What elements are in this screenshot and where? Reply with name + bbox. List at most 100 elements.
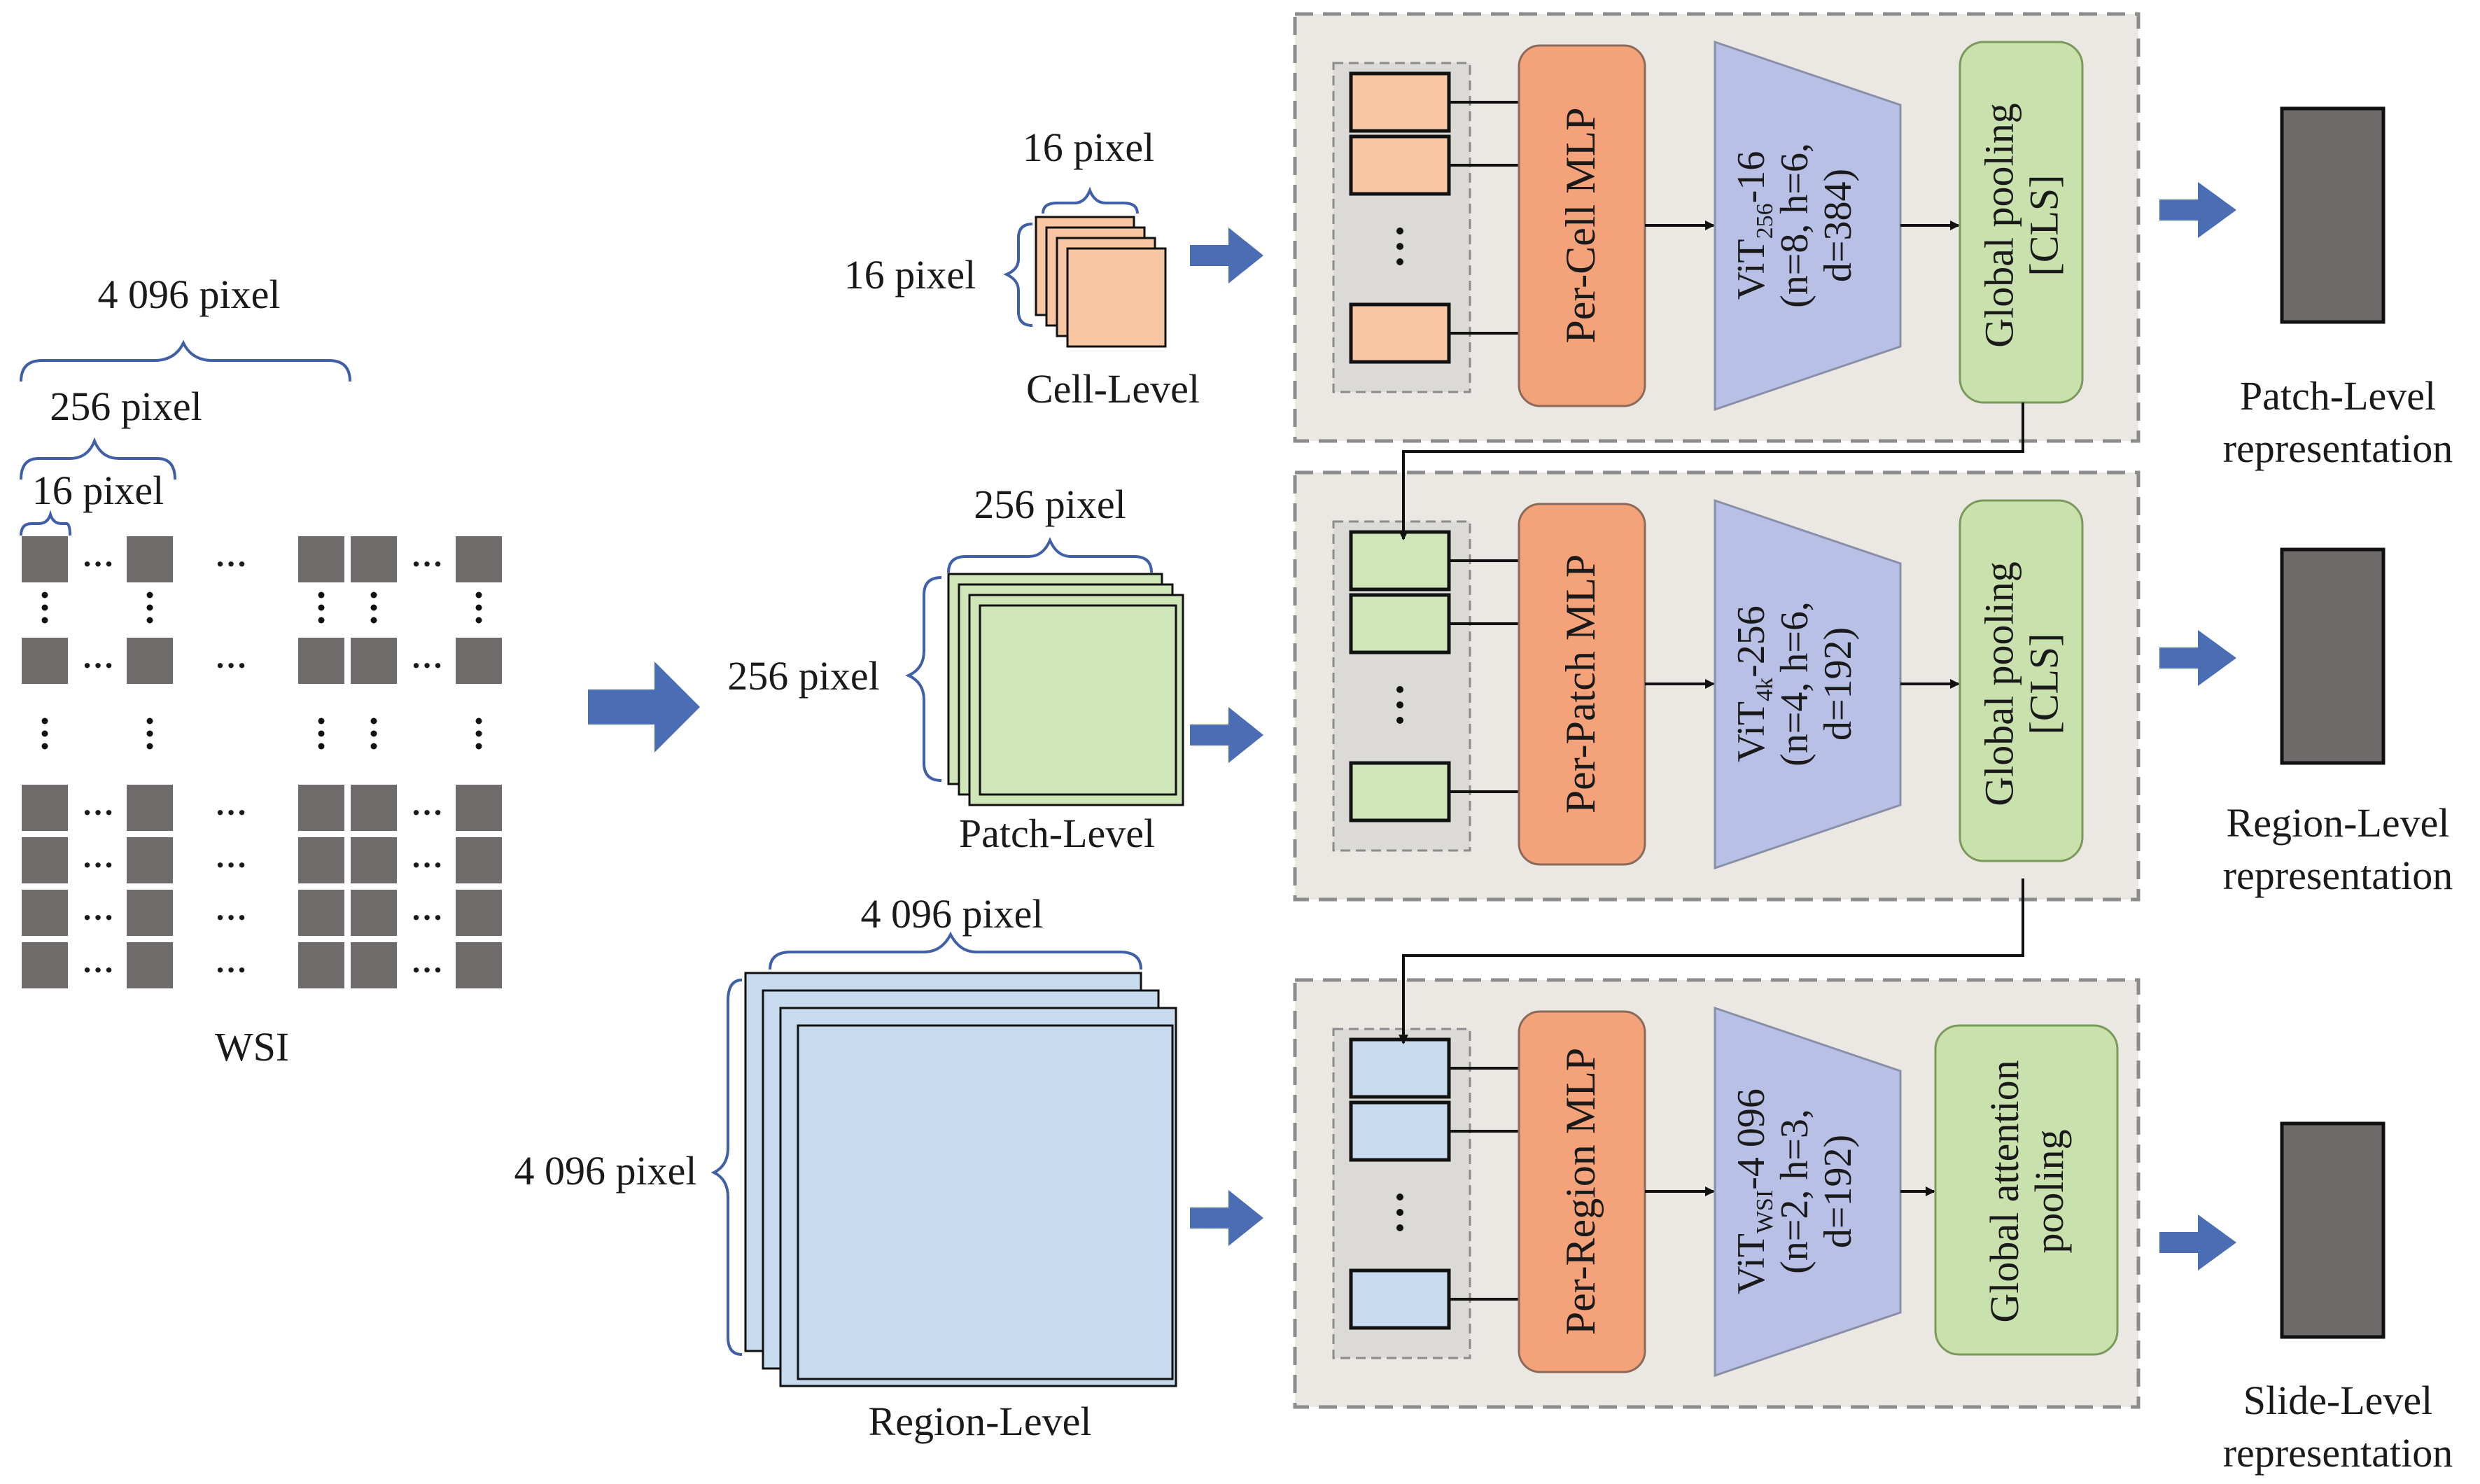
output-label: Slide-Level [2243, 1378, 2433, 1423]
wsi-ellipsis: … [411, 891, 443, 927]
wsi-tile [454, 941, 503, 990]
pool-to-region-connector [1399, 878, 2024, 1044]
output-representation [2280, 547, 2386, 765]
vit-block [1714, 498, 1902, 870]
region-level-label: Region-Level [869, 1399, 1092, 1444]
output-label: Patch-Level [2240, 373, 2436, 419]
wsi-tile [125, 836, 174, 885]
wsi-tile [297, 636, 346, 685]
wsi-vdot [370, 604, 377, 611]
vit-text: ViTWSI-4 096(n=2, h=3,d=192) [1730, 1088, 1860, 1294]
wsi-ellipsis: … [215, 839, 247, 874]
output-arrow [2159, 630, 2236, 686]
cell-brace-top [1042, 186, 1139, 214]
pool-box [1959, 41, 2084, 404]
vit-text: ViT4k-256(n=4, h=6,d=192) [1730, 601, 1860, 766]
pool-box [1934, 1024, 2119, 1356]
wsi-tile [349, 941, 398, 990]
cell-arrow [1190, 227, 1263, 284]
pool-label: Global pooling [1977, 103, 2022, 348]
wsi-vdot [475, 718, 482, 724]
token-ellipsis-dot [1396, 686, 1403, 693]
vit-params: (n=2, h=3, [1773, 1109, 1816, 1274]
region-dim-top: 4 096 pixel [861, 891, 1044, 937]
wsi-ellipsis: … [215, 639, 247, 675]
output-arrow [2159, 182, 2236, 238]
wsi-brace-mid [20, 437, 176, 480]
token-ellipsis-dot [1396, 1224, 1403, 1231]
wsi-vdot [41, 592, 48, 598]
output-label-2: representation [2223, 426, 2453, 471]
token-3 [1349, 761, 1451, 822]
wsi-ellipsis: … [82, 538, 114, 573]
vit-block [1714, 40, 1902, 412]
pool-label: Global attention [1982, 1060, 2027, 1322]
patch-arrow [1190, 707, 1263, 763]
wsi-tile [297, 941, 346, 990]
pool-label-2: pooling [2026, 1129, 2072, 1253]
wsi-vdot [475, 592, 482, 598]
wsi-vdot [318, 592, 325, 598]
region-brace-side [710, 979, 743, 1356]
region-arrow [1190, 1190, 1263, 1246]
wsi-brace-outer [20, 340, 351, 382]
wsi-vdot [475, 730, 482, 737]
vit-name: ViT256-16 [1730, 151, 1778, 300]
wsi-tile [454, 888, 503, 937]
wsi-vdot [146, 617, 153, 624]
vit-params-2: d=192) [1816, 627, 1860, 741]
wsi-vdot [318, 743, 325, 750]
wsi-tile [125, 941, 174, 990]
wsi-vdot [370, 617, 377, 624]
wsi-vdot [41, 718, 48, 724]
wsi-tile [454, 535, 503, 584]
token-ellipsis-dot [1396, 701, 1403, 708]
wsi-dim-inner: 16 pixel [32, 468, 164, 513]
wsi-ellipsis: … [82, 786, 114, 822]
wsi-vdot [41, 730, 48, 737]
output-representation [2280, 106, 2386, 324]
vit-params: (n=4, h=6, [1773, 601, 1816, 766]
token-2 [1349, 593, 1451, 654]
wsi-vdot [146, 743, 153, 750]
token-1 [1349, 71, 1451, 133]
wsi-ellipsis: … [215, 786, 247, 822]
wsi-vdot [475, 617, 482, 624]
pool-box [1959, 499, 2084, 862]
wsi-ellipsis: … [215, 538, 247, 573]
output-label-2: representation [2223, 853, 2453, 898]
wsi-tile [20, 636, 69, 685]
patch-dim-side: 256 pixel [727, 653, 879, 699]
wsi-vdot [41, 617, 48, 624]
wsi-ellipsis: … [215, 944, 247, 979]
wsi-ellipsis: … [411, 538, 443, 573]
wsi-tile [297, 783, 346, 832]
wsi-ellipsis: … [82, 639, 114, 675]
output-label: Region-Level [2227, 800, 2450, 846]
wsi-ellipsis: … [411, 786, 443, 822]
wsi-vdot [41, 743, 48, 750]
pool-label-2: [CLS] [2022, 175, 2067, 276]
wsi-tile [454, 783, 503, 832]
token-ellipsis-dot [1396, 1209, 1403, 1216]
wsi-ellipsis: … [82, 891, 114, 927]
wsi-ellipsis: … [82, 944, 114, 979]
cell-dim-top: 16 pixel [1023, 125, 1154, 170]
wsi-tile [349, 888, 398, 937]
mlp-label: Per-Region MLP [1557, 1048, 1604, 1335]
wsi-dim-mid: 256 pixel [50, 384, 202, 429]
token-1 [1349, 1037, 1451, 1099]
wsi-tile [297, 535, 346, 584]
wsi-vdot [370, 743, 377, 750]
token-ellipsis-dot [1396, 243, 1403, 250]
wsi-ellipsis: … [411, 839, 443, 874]
vit-name: ViTWSI-4 096 [1730, 1088, 1778, 1294]
wsi-tile [20, 888, 69, 937]
cell-brace-side [1003, 223, 1033, 327]
wsi-label: WSI [215, 1024, 289, 1070]
wsi-vdot [370, 718, 377, 724]
